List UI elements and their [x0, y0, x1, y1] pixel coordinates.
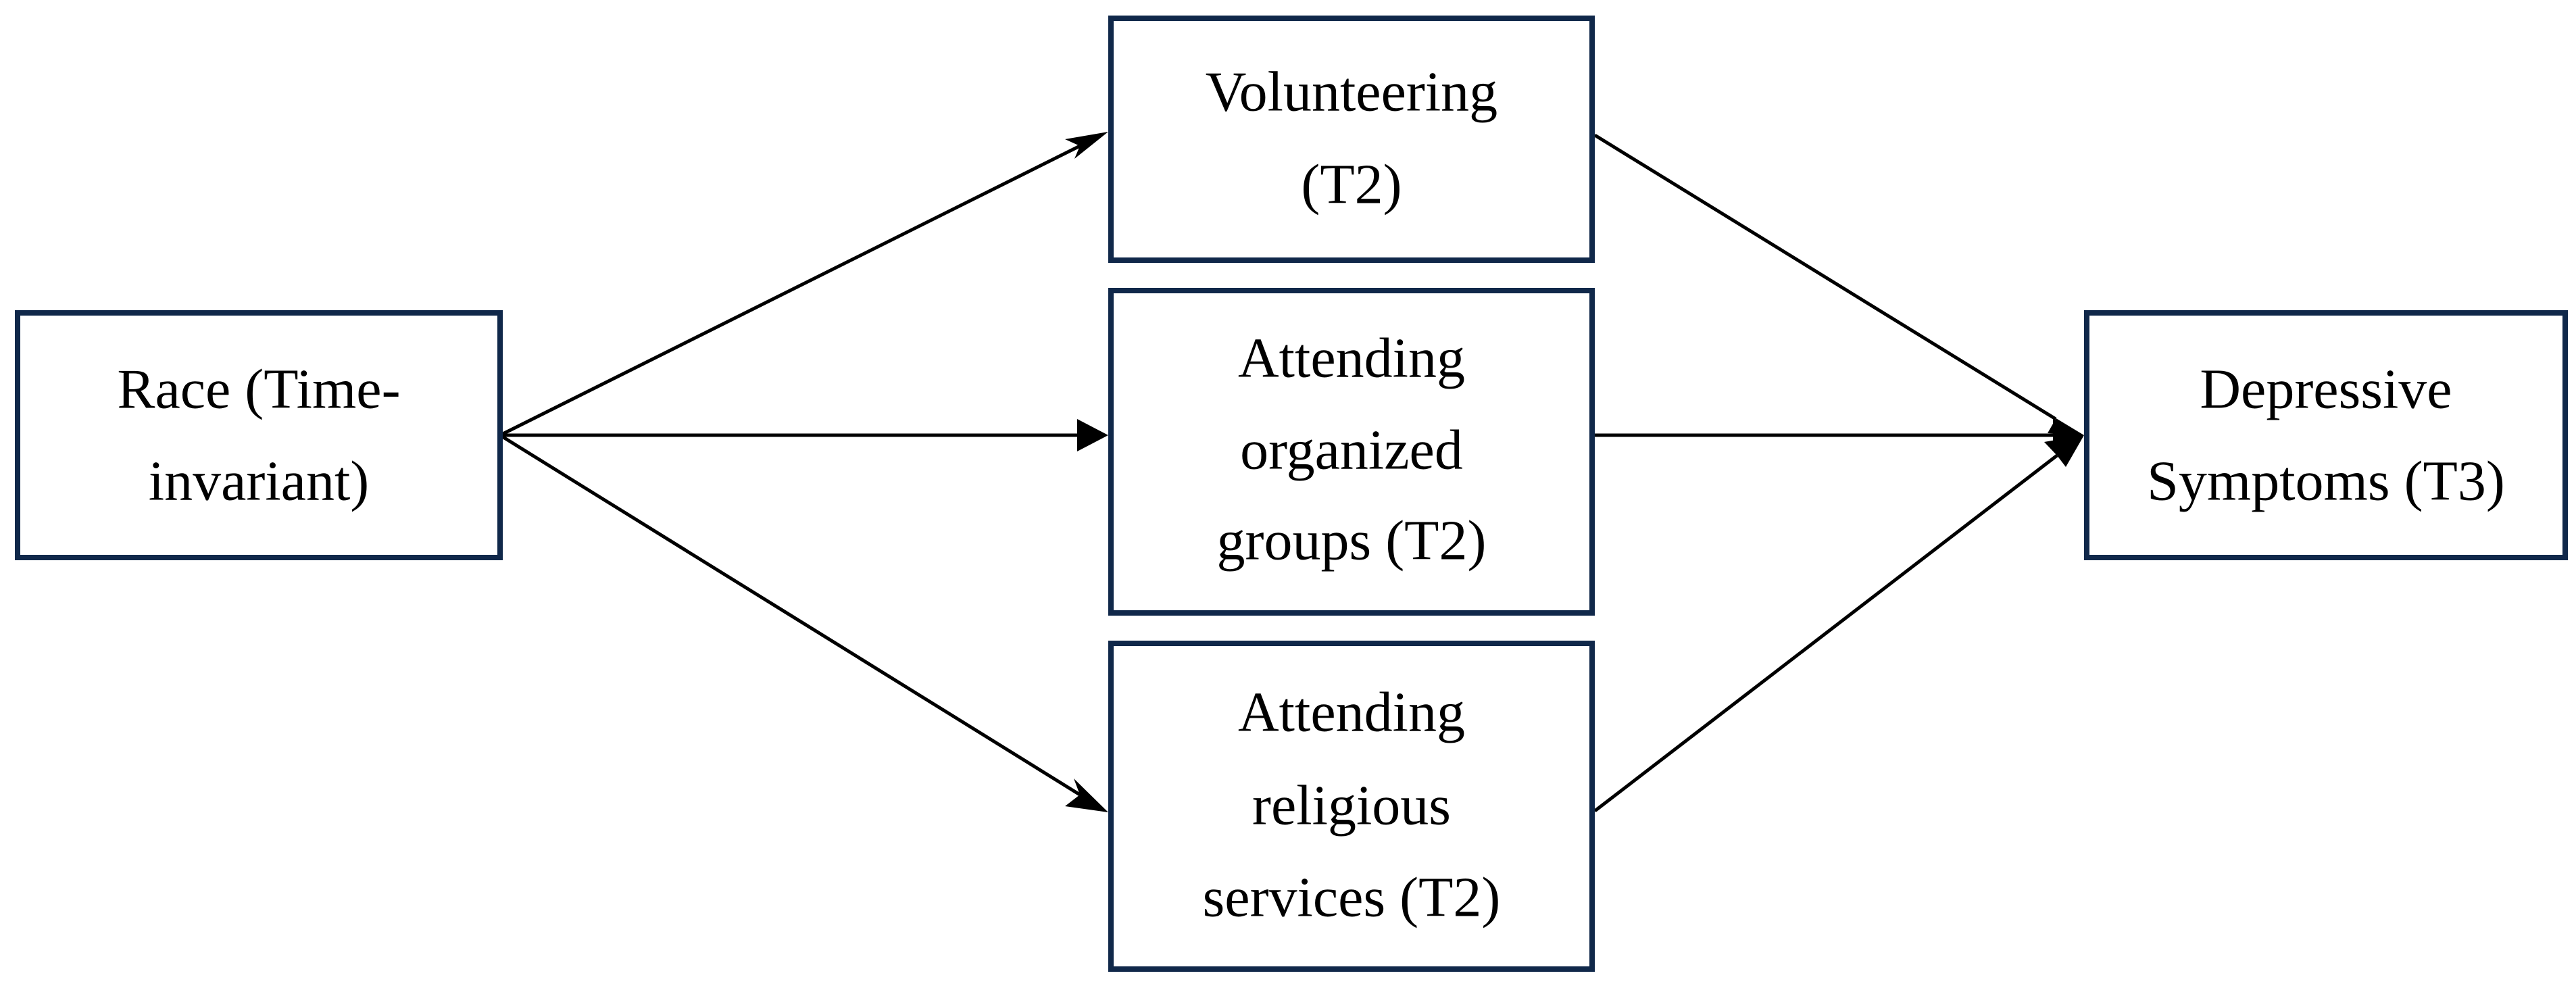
- edge-race-to-volunteering: [499, 144, 1081, 437]
- edge-volunteering-to-depressive: [1593, 133, 2057, 421]
- node-depressive-symptoms-box: [2084, 310, 2568, 560]
- node-organized-groups: Attending organized groups (T2): [1108, 288, 1595, 616]
- node-race-line-1: Race (Time-: [117, 357, 400, 420]
- arrowhead-volunteering: [1065, 132, 1108, 159]
- node-religious-services-line-3: services (T2): [1203, 866, 1501, 929]
- arrowhead-organized-groups: [1077, 419, 1108, 451]
- node-religious-services: Attending religious services (T2): [1108, 641, 1595, 972]
- node-organized-groups-line-1: Attending: [1238, 326, 1465, 389]
- node-volunteering-box: [1108, 16, 1595, 263]
- node-volunteering-line-1: Volunteering: [1206, 60, 1497, 123]
- node-religious-services-line-1: Attending: [1238, 681, 1465, 743]
- arrowhead-religious-services: [1065, 779, 1108, 812]
- node-religious-services-line-2: religious: [1252, 774, 1451, 837]
- node-race-line-2: invariant): [149, 449, 370, 512]
- arrowhead-depressive-3: [2044, 435, 2084, 467]
- node-volunteering: Volunteering (T2): [1108, 16, 1595, 263]
- node-volunteering-line-2: (T2): [1301, 153, 1402, 216]
- node-depressive-symptoms-line-1: Depressive: [2200, 357, 2452, 420]
- edge-race-to-religious-services: [499, 433, 1081, 797]
- node-religious-services-box: [1108, 641, 1595, 972]
- edge-religious-services-to-depressive: [1593, 454, 2058, 812]
- node-race: Race (Time- invariant): [15, 310, 503, 560]
- node-depressive-symptoms-line-2: Symptoms (T3): [2147, 449, 2505, 512]
- edges: [499, 132, 2084, 812]
- node-organized-groups-line-2: organized: [1240, 418, 1463, 481]
- node-race-box: [15, 310, 503, 560]
- arrowhead-depressive-1: [2041, 410, 2084, 435]
- node-depressive-symptoms: Depressive Symptoms (T3): [2084, 310, 2568, 560]
- node-organized-groups-box: [1108, 288, 1595, 616]
- node-organized-groups-line-3: groups (T2): [1217, 509, 1487, 572]
